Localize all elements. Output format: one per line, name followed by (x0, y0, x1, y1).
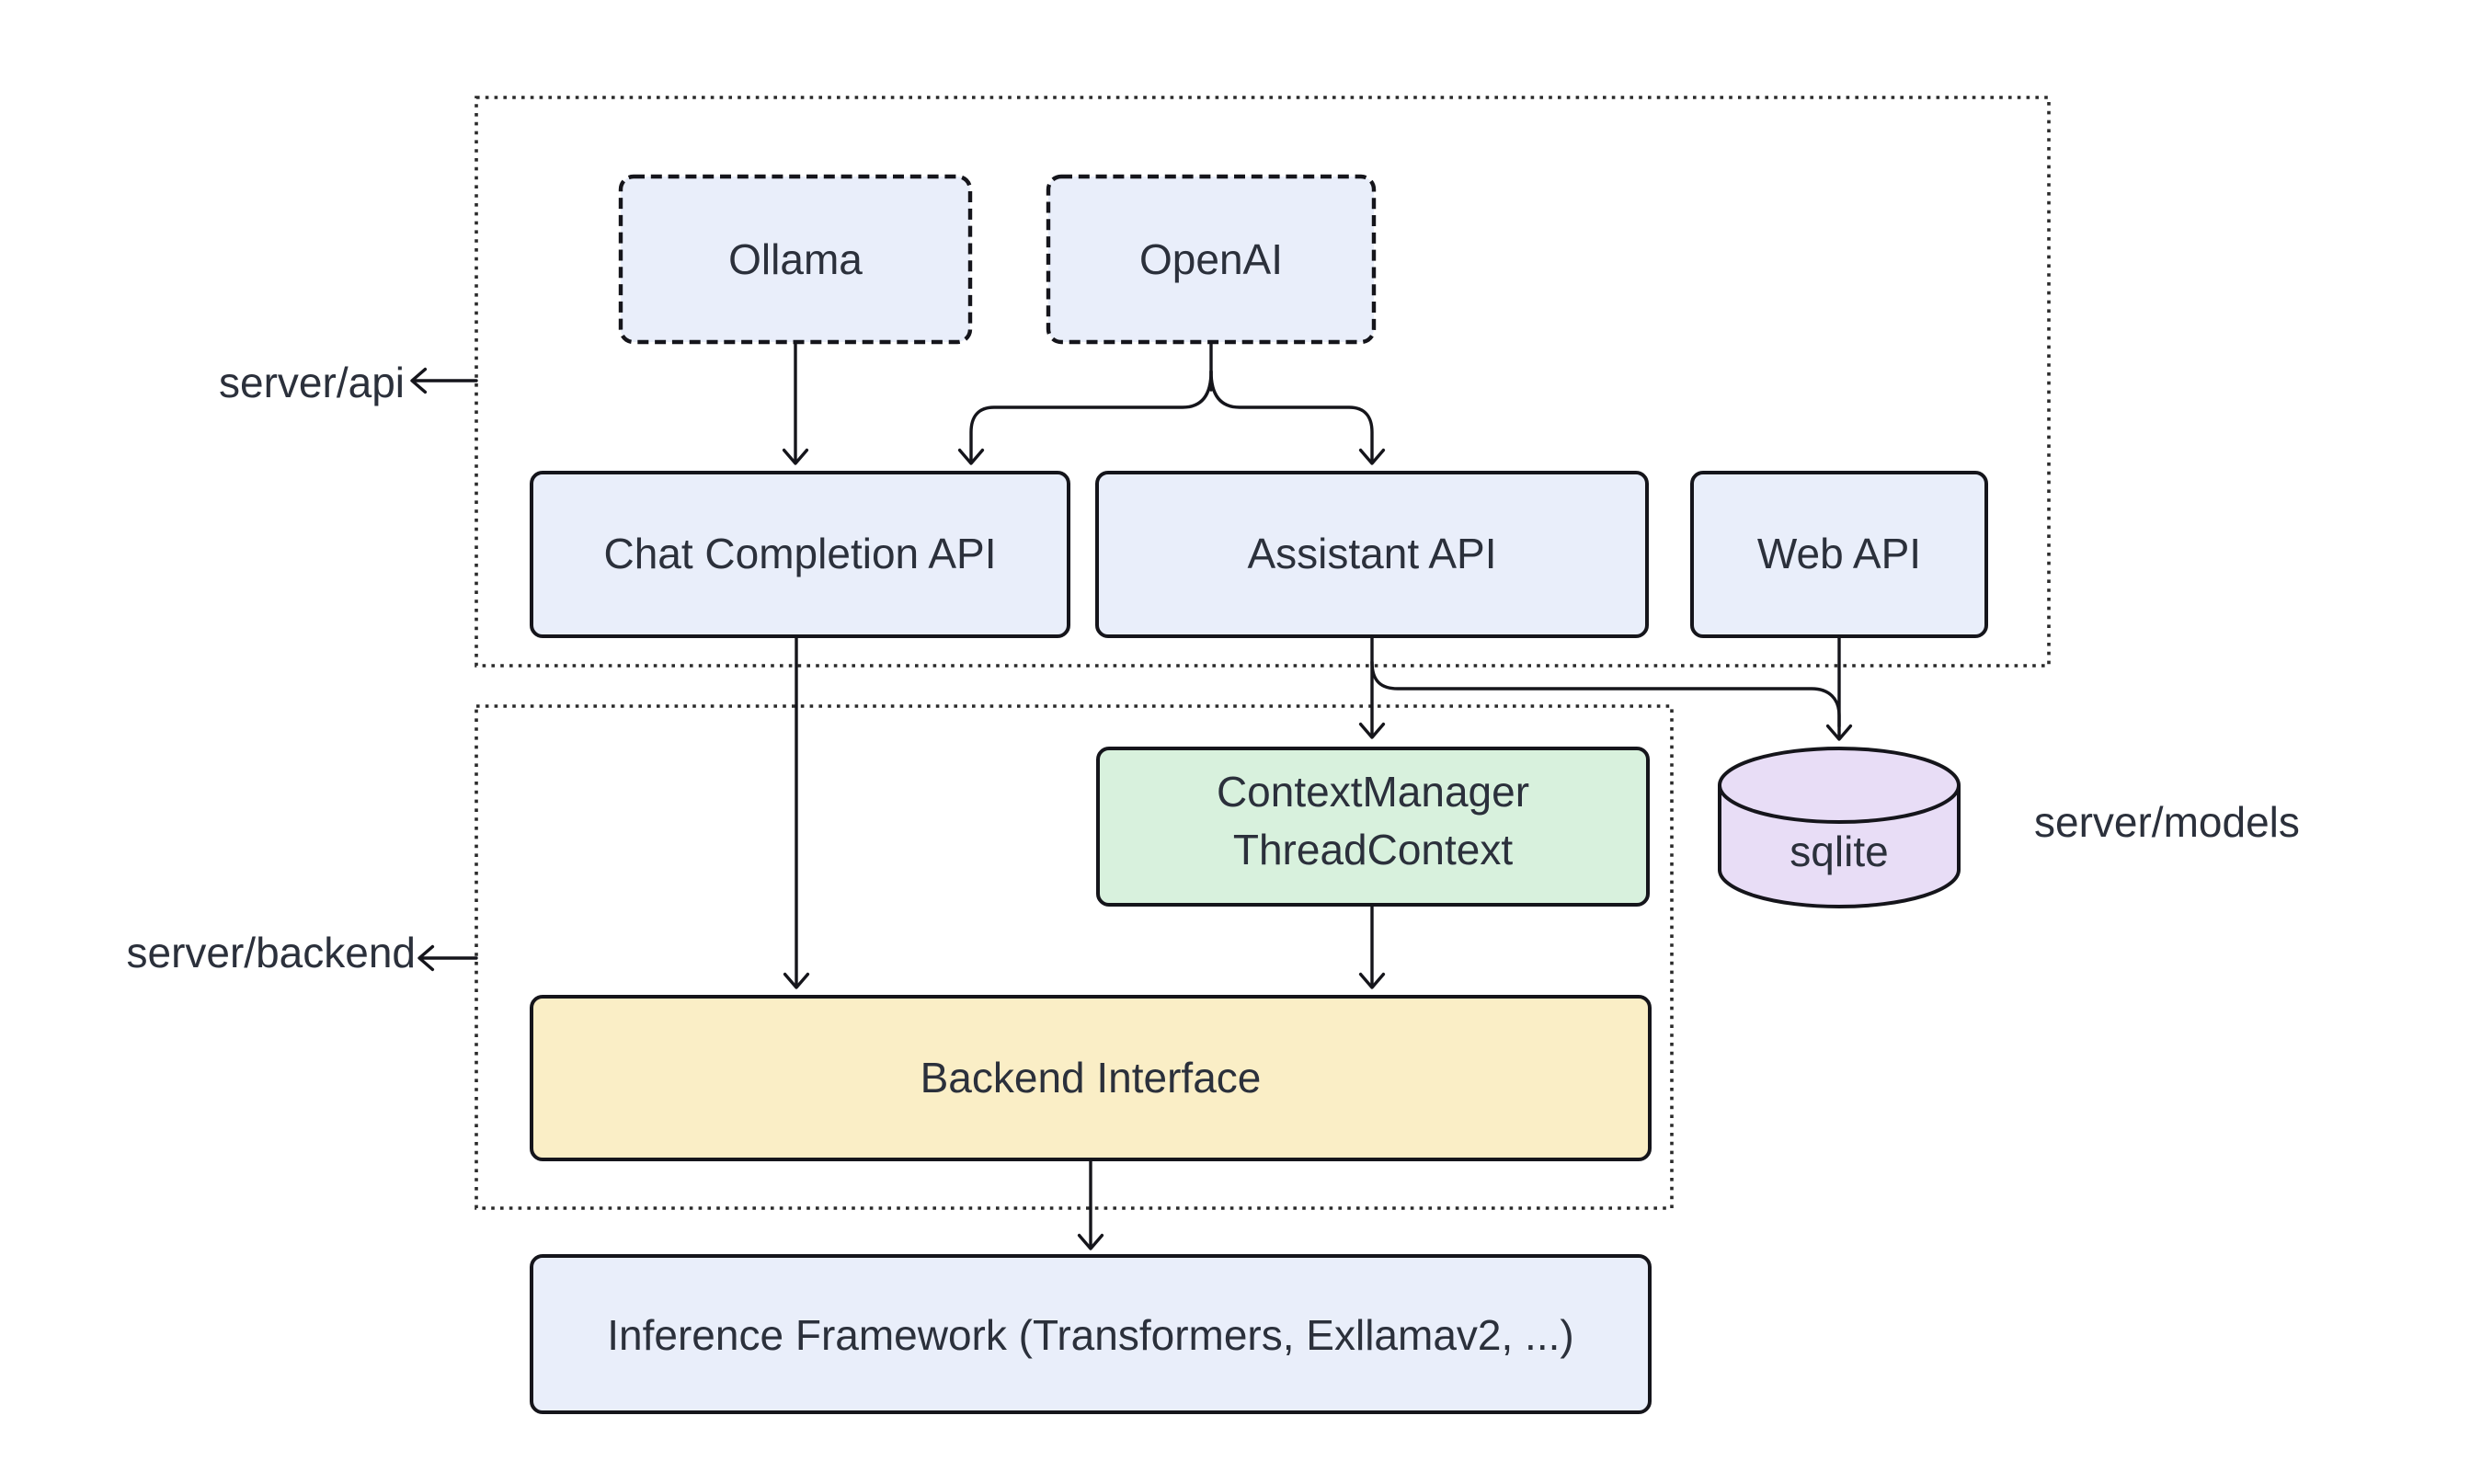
node-inference-framework (530, 1254, 1652, 1414)
arrowhead-openai-chat (957, 448, 985, 465)
arrowhead-context-backend (1358, 972, 1386, 989)
arrowhead-web-sqlite (1825, 724, 1853, 741)
group-containers (475, 96, 2051, 1210)
group-server-api-box (475, 96, 2051, 668)
arrowhead-server-backend-pointer (417, 944, 435, 972)
arrowhead-backend-inference (1077, 1233, 1104, 1250)
edge-openai-chat (969, 370, 1213, 463)
group-server-models-label: server/models (2034, 798, 2300, 846)
node-chat-completion-api-label: Chat Completion API (603, 530, 996, 577)
node-inference-framework-label: Inference Framework (Transformers, Exlla… (607, 1311, 1573, 1359)
group-server-backend-label: server/backend (127, 929, 417, 976)
node-backend-interface-label: Backend Interface (921, 1054, 1262, 1102)
node-shapes (530, 174, 1988, 1414)
group-server-backend-box (475, 704, 1674, 1210)
node-context-manager-label-line2: ThreadContext (1233, 826, 1513, 873)
labels: Ollama OpenAI Chat Completion API Assist… (127, 235, 2300, 1359)
arrowhead-assistant-context (1358, 722, 1386, 739)
edge-openai-assistant (1209, 370, 1374, 463)
node-openai-label: OpenAI (1139, 235, 1283, 283)
cylinder-top (1718, 747, 1961, 824)
node-ollama-label: Ollama (728, 235, 863, 283)
node-context-manager-label-line1: ContextManager (1217, 768, 1529, 816)
node-assistant-api-label: Assistant API (1247, 530, 1496, 577)
arrowhead-chat-backend (783, 972, 810, 989)
arrowhead-server-api-pointer (410, 367, 428, 394)
node-web-api-label: Web API (1757, 530, 1921, 577)
node-chat-completion-api (530, 471, 1070, 638)
database-cylinder-icon (1718, 747, 1961, 908)
edges (410, 340, 1853, 1250)
group-server-api-label: server/api (219, 359, 405, 406)
arrowhead-openai-assistant (1358, 448, 1386, 465)
edge-assistant-sqlite (1370, 660, 1841, 728)
node-sqlite-label: sqlite (1790, 828, 1888, 875)
arrowhead-ollama-chat (782, 448, 809, 465)
